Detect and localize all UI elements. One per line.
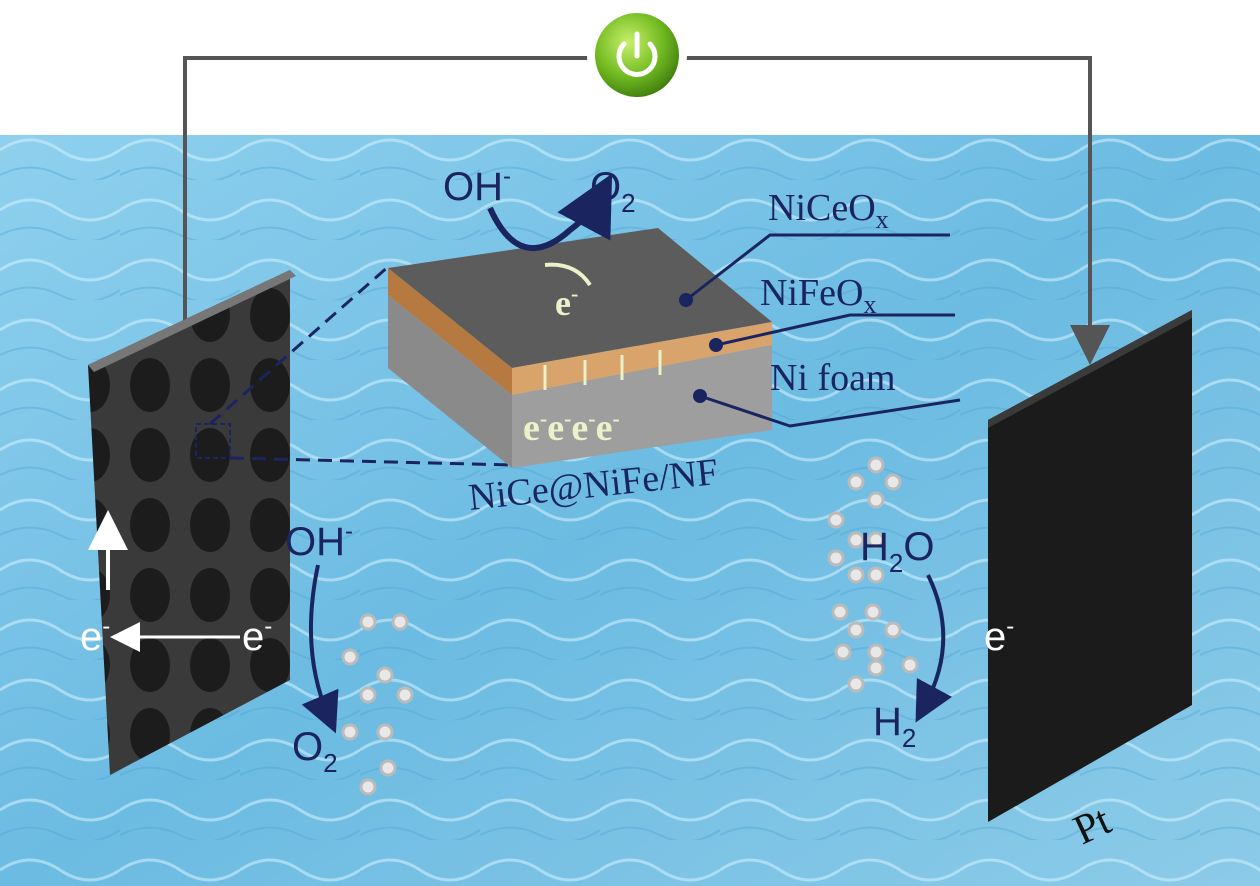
layered-catalyst-block (388, 228, 772, 468)
anode-electron-right: e- (242, 613, 272, 659)
layer-label-ni-foam: Ni foam (770, 357, 896, 399)
zoom-line (209, 263, 391, 426)
layer-electron-arrows (543, 350, 662, 390)
leader-lines (685, 233, 961, 428)
electron-arrow (544, 262, 592, 287)
power-button[interactable] (587, 5, 687, 105)
anode-product: O2 (292, 725, 338, 778)
oxygen-bubbles (341, 613, 414, 796)
pt-cathode (988, 310, 1192, 822)
reaction-arrow (487, 173, 613, 252)
layer-electrons: e-e-e-e- (523, 406, 620, 449)
anode-electron-left: e- (80, 613, 110, 659)
hydrogen-bubbles (827, 456, 919, 693)
cathode-reactant: H2O (860, 525, 934, 578)
power-icon (616, 31, 658, 77)
cathode-product: H2 (873, 700, 916, 753)
top-electron: e- (555, 281, 578, 323)
top-reactant: OH- (443, 163, 511, 209)
anode-reactant: OH- (285, 518, 353, 564)
anode-arrow (301, 564, 339, 734)
cathode-electron: e- (984, 613, 1014, 659)
layer-label-niceox: NiCeOx (768, 187, 889, 234)
layer-label-nifeox: NiFeOx (760, 272, 876, 319)
zoom-line (229, 456, 513, 467)
cathode-arrow (915, 574, 953, 723)
